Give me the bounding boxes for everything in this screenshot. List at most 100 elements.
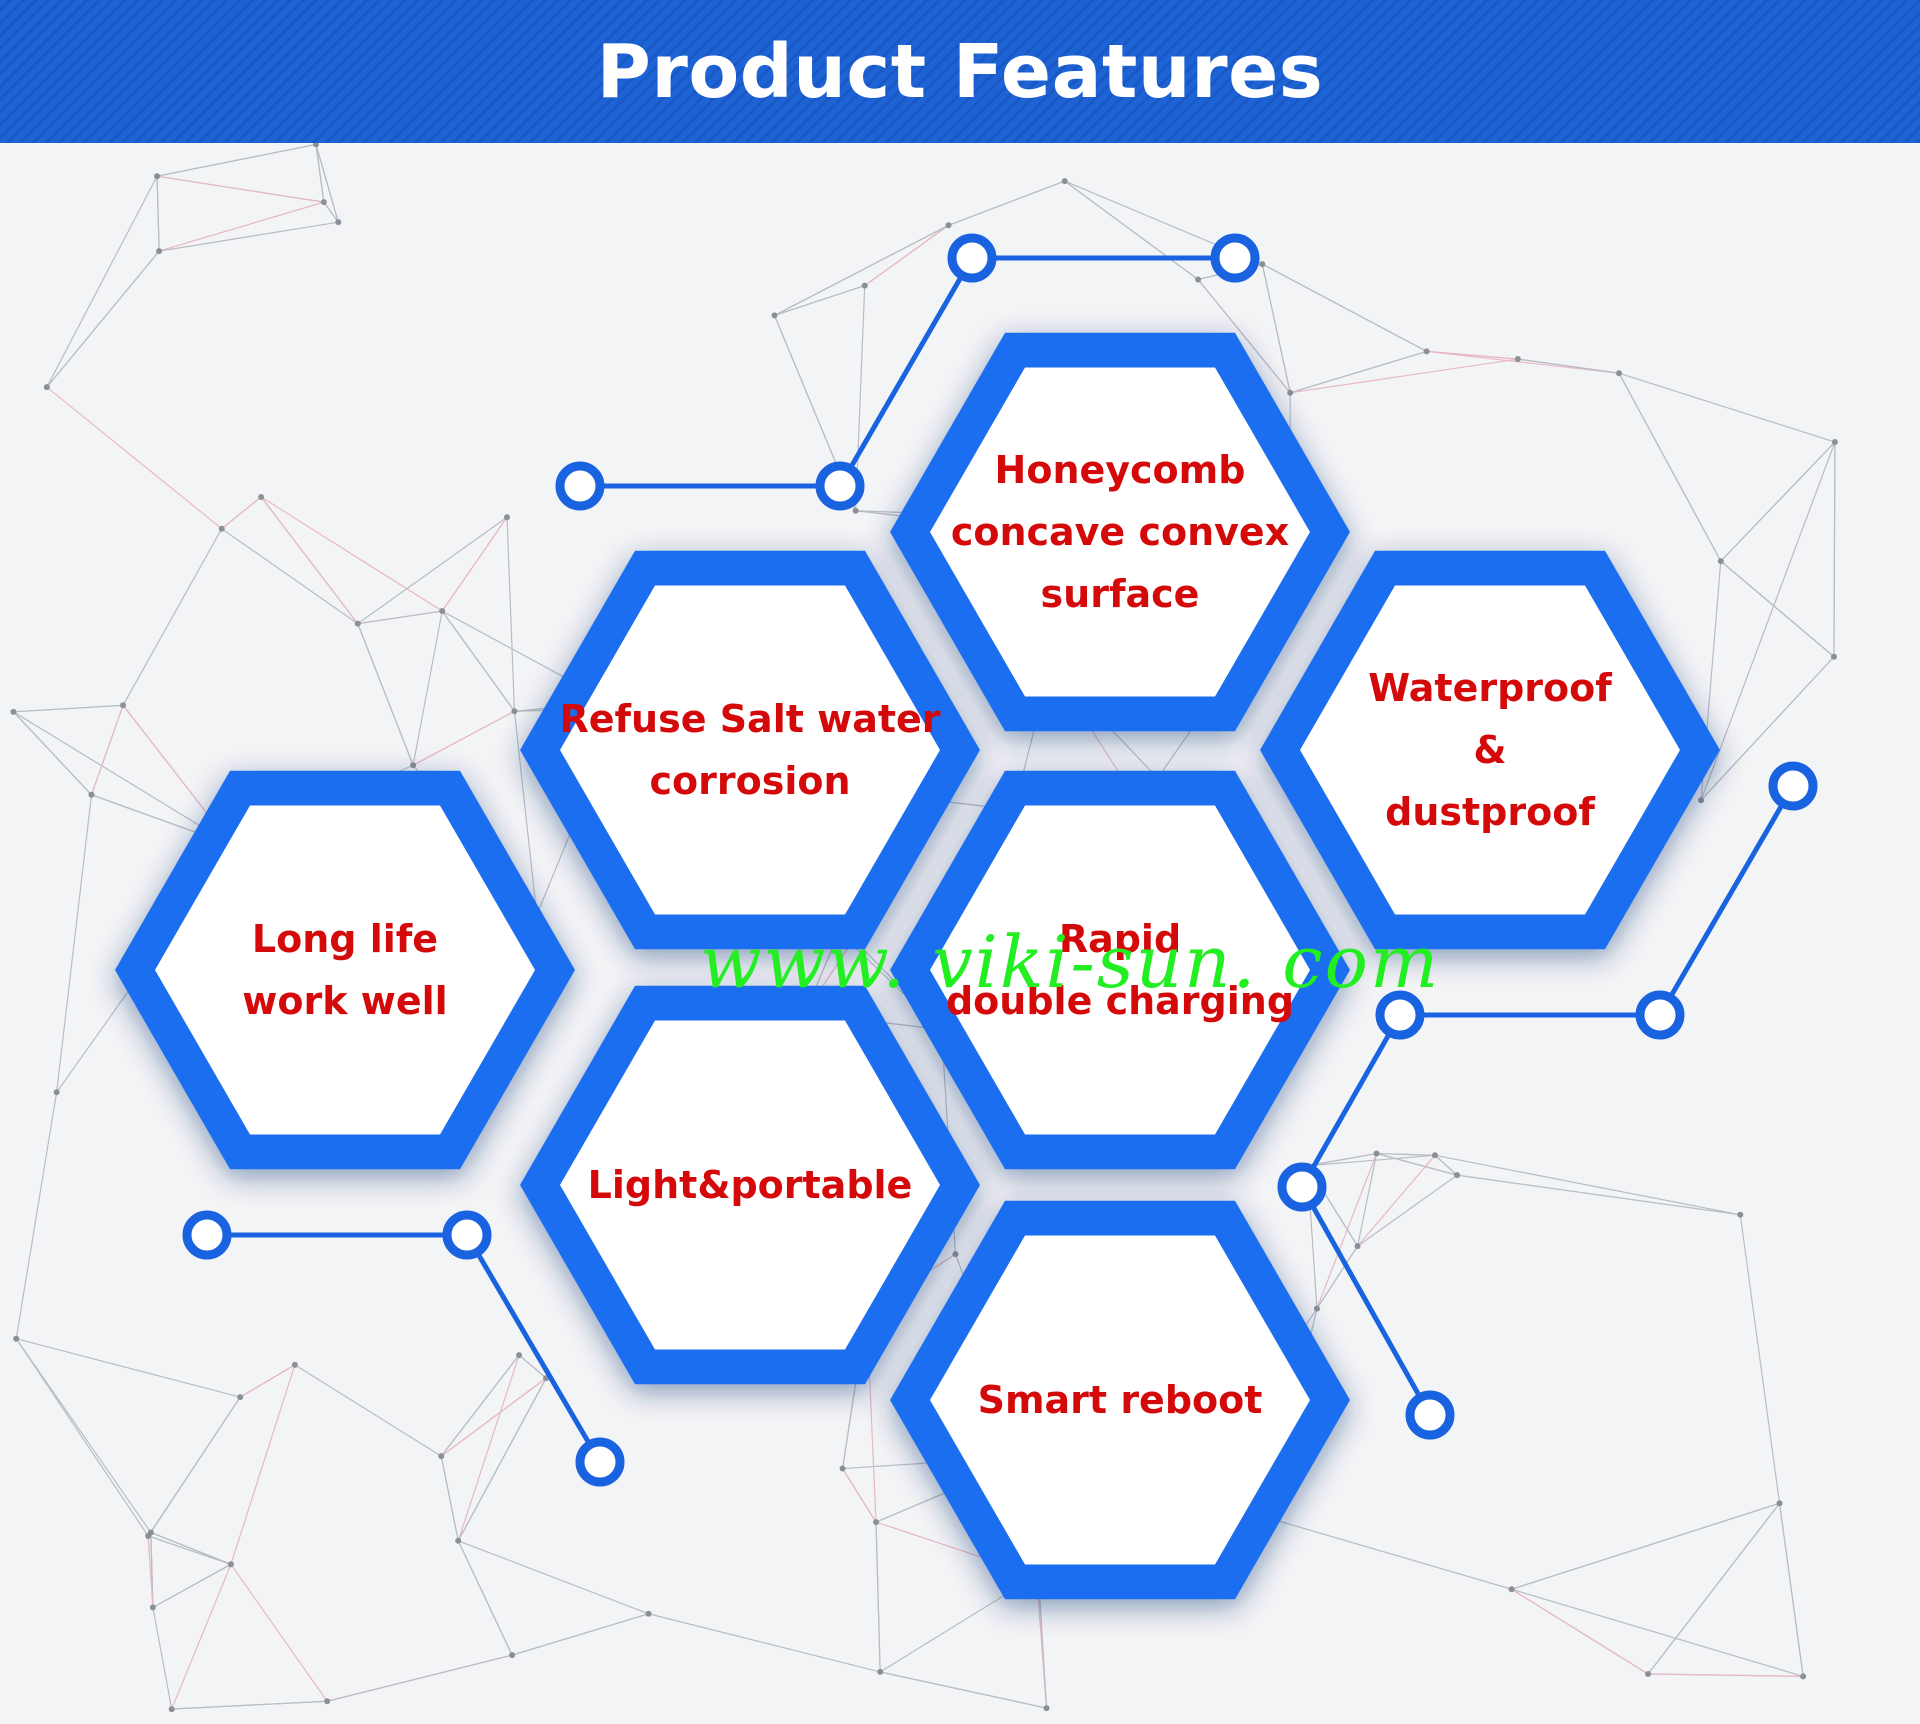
feature-label-line: & [1473,728,1507,772]
network-node [154,173,161,180]
connector-node [947,233,997,283]
feature-label-long-life: Long life work well [175,820,515,1120]
network-node [320,199,327,206]
feature-label-line: Waterproof [1368,666,1612,710]
network-node [861,282,868,289]
feature-label-smart-reboot: Smart reboot [950,1250,1290,1550]
network-node [945,222,952,229]
network-node [168,1706,175,1713]
network-node [354,620,361,627]
connector-node [1375,990,1425,1040]
connector-node [555,461,605,511]
network-node [13,1335,20,1342]
watermark-text: www. viki-sun. com [700,920,1441,1004]
connector-node [1405,1390,1455,1440]
header-banner: Product Features [0,0,1920,143]
network-node [1287,389,1294,396]
feature-label-line: Rapid [1058,917,1182,961]
hexagon-fill [560,1020,940,1350]
connector-node [1635,990,1685,1040]
feature-label-line: work well [242,979,448,1023]
network-node [10,708,17,715]
network-node [43,384,50,391]
network-node [410,762,417,769]
network-node [88,791,95,798]
network-node [291,1361,298,1368]
network-node [645,1610,652,1617]
network-node [877,1668,884,1675]
network-node [952,1251,959,1258]
hexagon-smart-reboot [890,1200,1350,1600]
network-node [1061,178,1068,185]
network-node [218,525,225,532]
feature-label-line: Long life [251,917,439,961]
network-node [53,1089,60,1096]
network-node [324,1698,331,1705]
hexagon-light [520,985,980,1385]
connector-node [1277,1162,1327,1212]
network-node [511,708,518,715]
feature-label-line: concave convex [950,510,1290,554]
network-node [839,1465,846,1472]
connector-node [442,1210,492,1260]
network-node [873,1519,880,1526]
network-node [1645,1670,1652,1677]
page-title: Product Features [596,28,1324,115]
network-node [1830,653,1837,660]
hexagon-long-life [115,770,575,1170]
feature-label-line: Light&portable [587,1163,913,1207]
network-node [516,1352,523,1359]
feature-label-line: Smart reboot [977,1378,1263,1422]
network-node [335,219,342,226]
network-node [1313,1305,1320,1312]
network-node [771,312,778,319]
connector-node [1768,761,1818,811]
connector-node [182,1210,232,1260]
network-node [1508,1586,1515,1593]
network-node [1698,797,1705,804]
network-node [1454,1172,1461,1179]
network-node [438,1453,445,1460]
network-node [145,1532,152,1539]
network-node [852,507,859,514]
network-node [313,143,319,148]
hexagon-rapid [890,770,1350,1170]
hexagon-fill [155,805,535,1135]
network-node [237,1394,244,1401]
network-node [149,1604,156,1611]
network-node [439,608,446,615]
feature-label-line: corrosion [649,759,851,803]
network-node [1354,1243,1361,1250]
network-node [1616,370,1623,377]
network-node [1831,439,1838,446]
network-node [503,514,510,521]
network-node [227,1561,234,1568]
network-node [1737,1211,1744,1218]
hexagon-waterproof [1260,550,1720,950]
feature-label-line: double charging [945,979,1295,1023]
feature-label-light: Light&portable [580,1035,920,1335]
hexagon-fill [560,585,940,915]
feature-label-line: dustproof [1385,790,1595,834]
network-node [1431,1152,1438,1159]
connector-node [815,461,865,511]
network-node [455,1537,462,1544]
network-node [156,248,163,255]
feature-label-line: Honeycomb [994,448,1246,492]
hexagon-fill [1300,585,1680,915]
network-node [1776,1500,1783,1507]
network-node [1043,1705,1050,1712]
network-node [1717,558,1724,565]
network-node [1514,356,1521,363]
network-node [1195,276,1202,283]
connector-node [1210,233,1260,283]
network-node [509,1652,516,1659]
network-node [1423,348,1430,355]
network-node [258,493,265,500]
network-node [120,702,127,709]
hexagon-fill [930,1235,1310,1565]
